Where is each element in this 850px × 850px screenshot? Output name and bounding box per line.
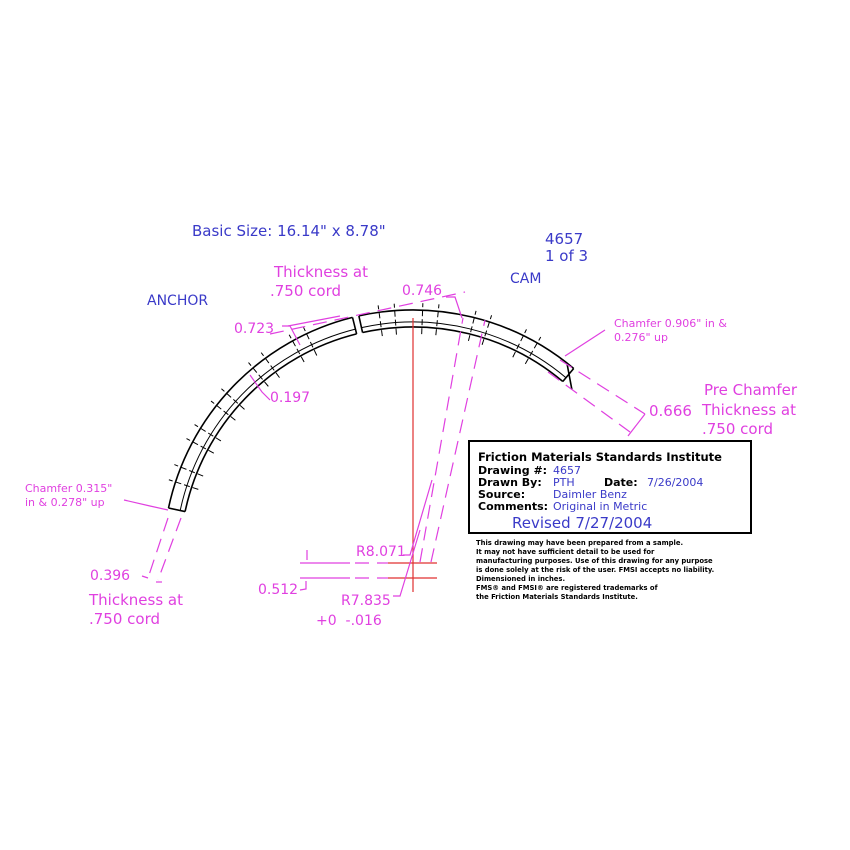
outer-radius-label: R8.071 bbox=[356, 544, 406, 560]
top-thickness-cord: .750 cord bbox=[270, 282, 341, 300]
pre-chamfer-thickness: Thickness at bbox=[701, 401, 796, 419]
rivet-hole-marker bbox=[248, 362, 269, 387]
radius-tolerance: +0 -.016 bbox=[316, 613, 382, 629]
dimension-0666: 0.666 bbox=[649, 402, 692, 420]
anchor-segment-end bbox=[168, 507, 186, 513]
disclaimer-line: Dimensioned in inches. bbox=[476, 575, 565, 583]
revised-date: Revised 7/27/2004 bbox=[512, 514, 652, 532]
dimension-0746: 0.746 bbox=[402, 283, 442, 299]
anchor-segment-end bbox=[351, 317, 358, 335]
disclaimer-line: is done solely at the risk of the user. … bbox=[476, 566, 714, 574]
inner-radius-label: R7.835 bbox=[341, 593, 391, 609]
rivet-hole-marker bbox=[393, 303, 397, 335]
cam-segment-end bbox=[358, 315, 364, 333]
rivet-hole-marker bbox=[288, 334, 305, 363]
basic-size-label: Basic Size: 16.14" x 8.78" bbox=[192, 222, 386, 240]
disclaimer-line: the Friction Materials Standards Institu… bbox=[476, 593, 638, 601]
disclaimer-line: FMS® and FMSI® are registered trademarks… bbox=[476, 584, 659, 592]
left-chamfer-note-1: Chamfer 0.315" bbox=[25, 482, 112, 495]
drawn-by-value: PTH bbox=[553, 476, 575, 489]
anchor-segment-inner-edge bbox=[184, 333, 357, 512]
rivet-hole-marker bbox=[481, 315, 493, 345]
dimension-0512: 0.512 bbox=[258, 582, 298, 598]
part-number: 4657 bbox=[545, 230, 583, 248]
rivet-hole-marker bbox=[168, 479, 199, 490]
anchor-label: ANCHOR bbox=[147, 293, 208, 309]
cam-segment-outer-edge bbox=[358, 309, 575, 370]
rivet-hole-marker bbox=[303, 327, 318, 356]
rivet-hole-marker bbox=[435, 304, 440, 336]
cam-segment-end bbox=[562, 367, 575, 383]
brake-shoe-outline bbox=[167, 303, 575, 513]
date-label: Date: bbox=[604, 476, 638, 489]
bottom-thickness-cord: .750 cord bbox=[89, 610, 160, 628]
rivet-hole-marker bbox=[260, 352, 280, 378]
source-value: Daimler Benz bbox=[553, 488, 627, 501]
pre-chamfer-cord: .750 cord bbox=[702, 420, 773, 438]
rivet-hole-marker bbox=[174, 464, 204, 477]
date-value: 7/26/2004 bbox=[647, 476, 703, 489]
disclaimer-line: It may not have sufficient detail to be … bbox=[476, 548, 655, 556]
title-block bbox=[468, 440, 752, 534]
sheet-number: 1 of 3 bbox=[545, 247, 588, 265]
dimension-0396: 0.396 bbox=[90, 568, 130, 584]
pre-chamfer-label: Pre Chamfer bbox=[704, 381, 798, 399]
drawn-by-label: Drawn By: bbox=[478, 476, 542, 489]
rivet-hole-marker bbox=[421, 303, 424, 335]
dimension-lines bbox=[123, 291, 646, 597]
cam-chamfer bbox=[566, 362, 573, 390]
comments-label: Comments: bbox=[478, 500, 548, 513]
rivet-hole-marker bbox=[377, 305, 383, 337]
rivet-hole-marker bbox=[186, 438, 215, 454]
anchor-segment-outer-edge bbox=[167, 316, 353, 509]
comments-value: Original in Metric bbox=[553, 500, 647, 513]
rivet-hole-marker bbox=[210, 400, 236, 421]
rivet-hole-marker bbox=[524, 336, 542, 365]
bottom-thickness-label: Thickness at bbox=[88, 591, 183, 609]
left-chamfer-note-2: in & 0.278" up bbox=[25, 496, 105, 509]
dimension-0723: 0.723 bbox=[234, 321, 274, 337]
rivet-hole-marker bbox=[467, 310, 477, 342]
cam-label: CAM bbox=[510, 271, 541, 287]
top-thickness-label: Thickness at bbox=[273, 263, 368, 281]
institute-name: Friction Materials Standards Institute bbox=[478, 450, 722, 464]
rivet-hole-marker bbox=[512, 329, 527, 358]
cam-segment-lining-edge bbox=[361, 321, 567, 379]
disclaimer-line: manufacturing purposes. Use of this draw… bbox=[476, 557, 713, 565]
anchor-segment-lining-edge bbox=[179, 328, 356, 511]
dimension-0197: 0.197 bbox=[270, 390, 310, 406]
right-chamfer-note-1: Chamfer 0.906" in & bbox=[614, 317, 727, 330]
drawing-number-label: Drawing #: bbox=[478, 464, 547, 477]
disclaimer-line: This drawing may have been prepared from… bbox=[476, 539, 683, 547]
disclaimer: This drawing may have been prepared from… bbox=[476, 539, 714, 601]
rivet-hole-marker bbox=[194, 424, 222, 442]
right-chamfer-note-2: 0.276" up bbox=[614, 331, 668, 344]
drawing-number-value: 4657 bbox=[553, 464, 581, 477]
source-label: Source: bbox=[478, 488, 525, 501]
cam-segment-inner-edge bbox=[362, 326, 564, 383]
rivet-hole-marker bbox=[221, 388, 245, 410]
